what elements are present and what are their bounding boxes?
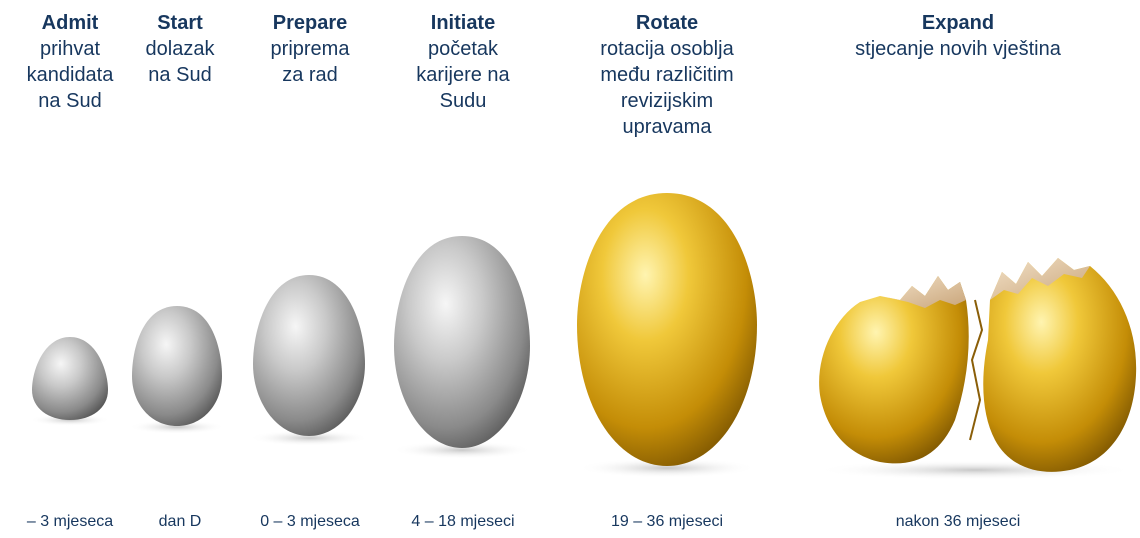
stage-timeframe: nakon 36 mjeseci: [798, 512, 1118, 532]
stage-timeframe: 0 – 3 mjeseca: [238, 512, 382, 532]
stage-description: prihvat kandidata na Sud: [5, 36, 135, 114]
stage-timeframe: 4 – 18 mjeseci: [388, 512, 538, 532]
stage-start: Start dolazak na Sud dan D: [130, 0, 230, 538]
stage-header: Rotate rotacija osoblja među različitim …: [574, 10, 760, 140]
stage-title: Admit: [5, 10, 135, 36]
stage-header: Start dolazak na Sud: [130, 10, 230, 88]
stage-title: Initiate: [398, 10, 528, 36]
stage-timeframe: 19 – 36 mjeseci: [564, 512, 770, 532]
stage-timeframe: dan D: [120, 512, 240, 532]
stage-description: stjecanje novih vještina: [808, 36, 1108, 62]
stage-description: priprema za rad: [248, 36, 372, 88]
stage-title: Rotate: [574, 10, 760, 36]
stage-rotate: Rotate rotacija osoblja među različitim …: [574, 0, 760, 538]
stage-header: Prepare priprema za rad: [248, 10, 372, 88]
stage-header: Initiate početak karijere na Sudu: [398, 10, 528, 114]
stage-description: dolazak na Sud: [130, 36, 230, 88]
stage-initiate: Initiate početak karijere na Sudu 4 – 18…: [398, 0, 528, 538]
stage-expand: Expand stjecanje novih vještina nakon 36…: [808, 0, 1108, 538]
stage-header: Expand stjecanje novih vještina: [808, 10, 1108, 62]
stage-title: Prepare: [248, 10, 372, 36]
stage-title: Start: [130, 10, 230, 36]
stage-title: Expand: [808, 10, 1108, 36]
stage-prepare: Prepare priprema za rad 0 – 3 mjeseca: [248, 0, 372, 538]
stage-description: početak karijere na Sudu: [398, 36, 528, 114]
stage-header: Admit prihvat kandidata na Sud: [5, 10, 135, 114]
stage-description: rotacija osoblja među različitim revizij…: [574, 36, 760, 140]
stage-admit: Admit prihvat kandidata na Sud – 3 mjese…: [5, 0, 135, 538]
